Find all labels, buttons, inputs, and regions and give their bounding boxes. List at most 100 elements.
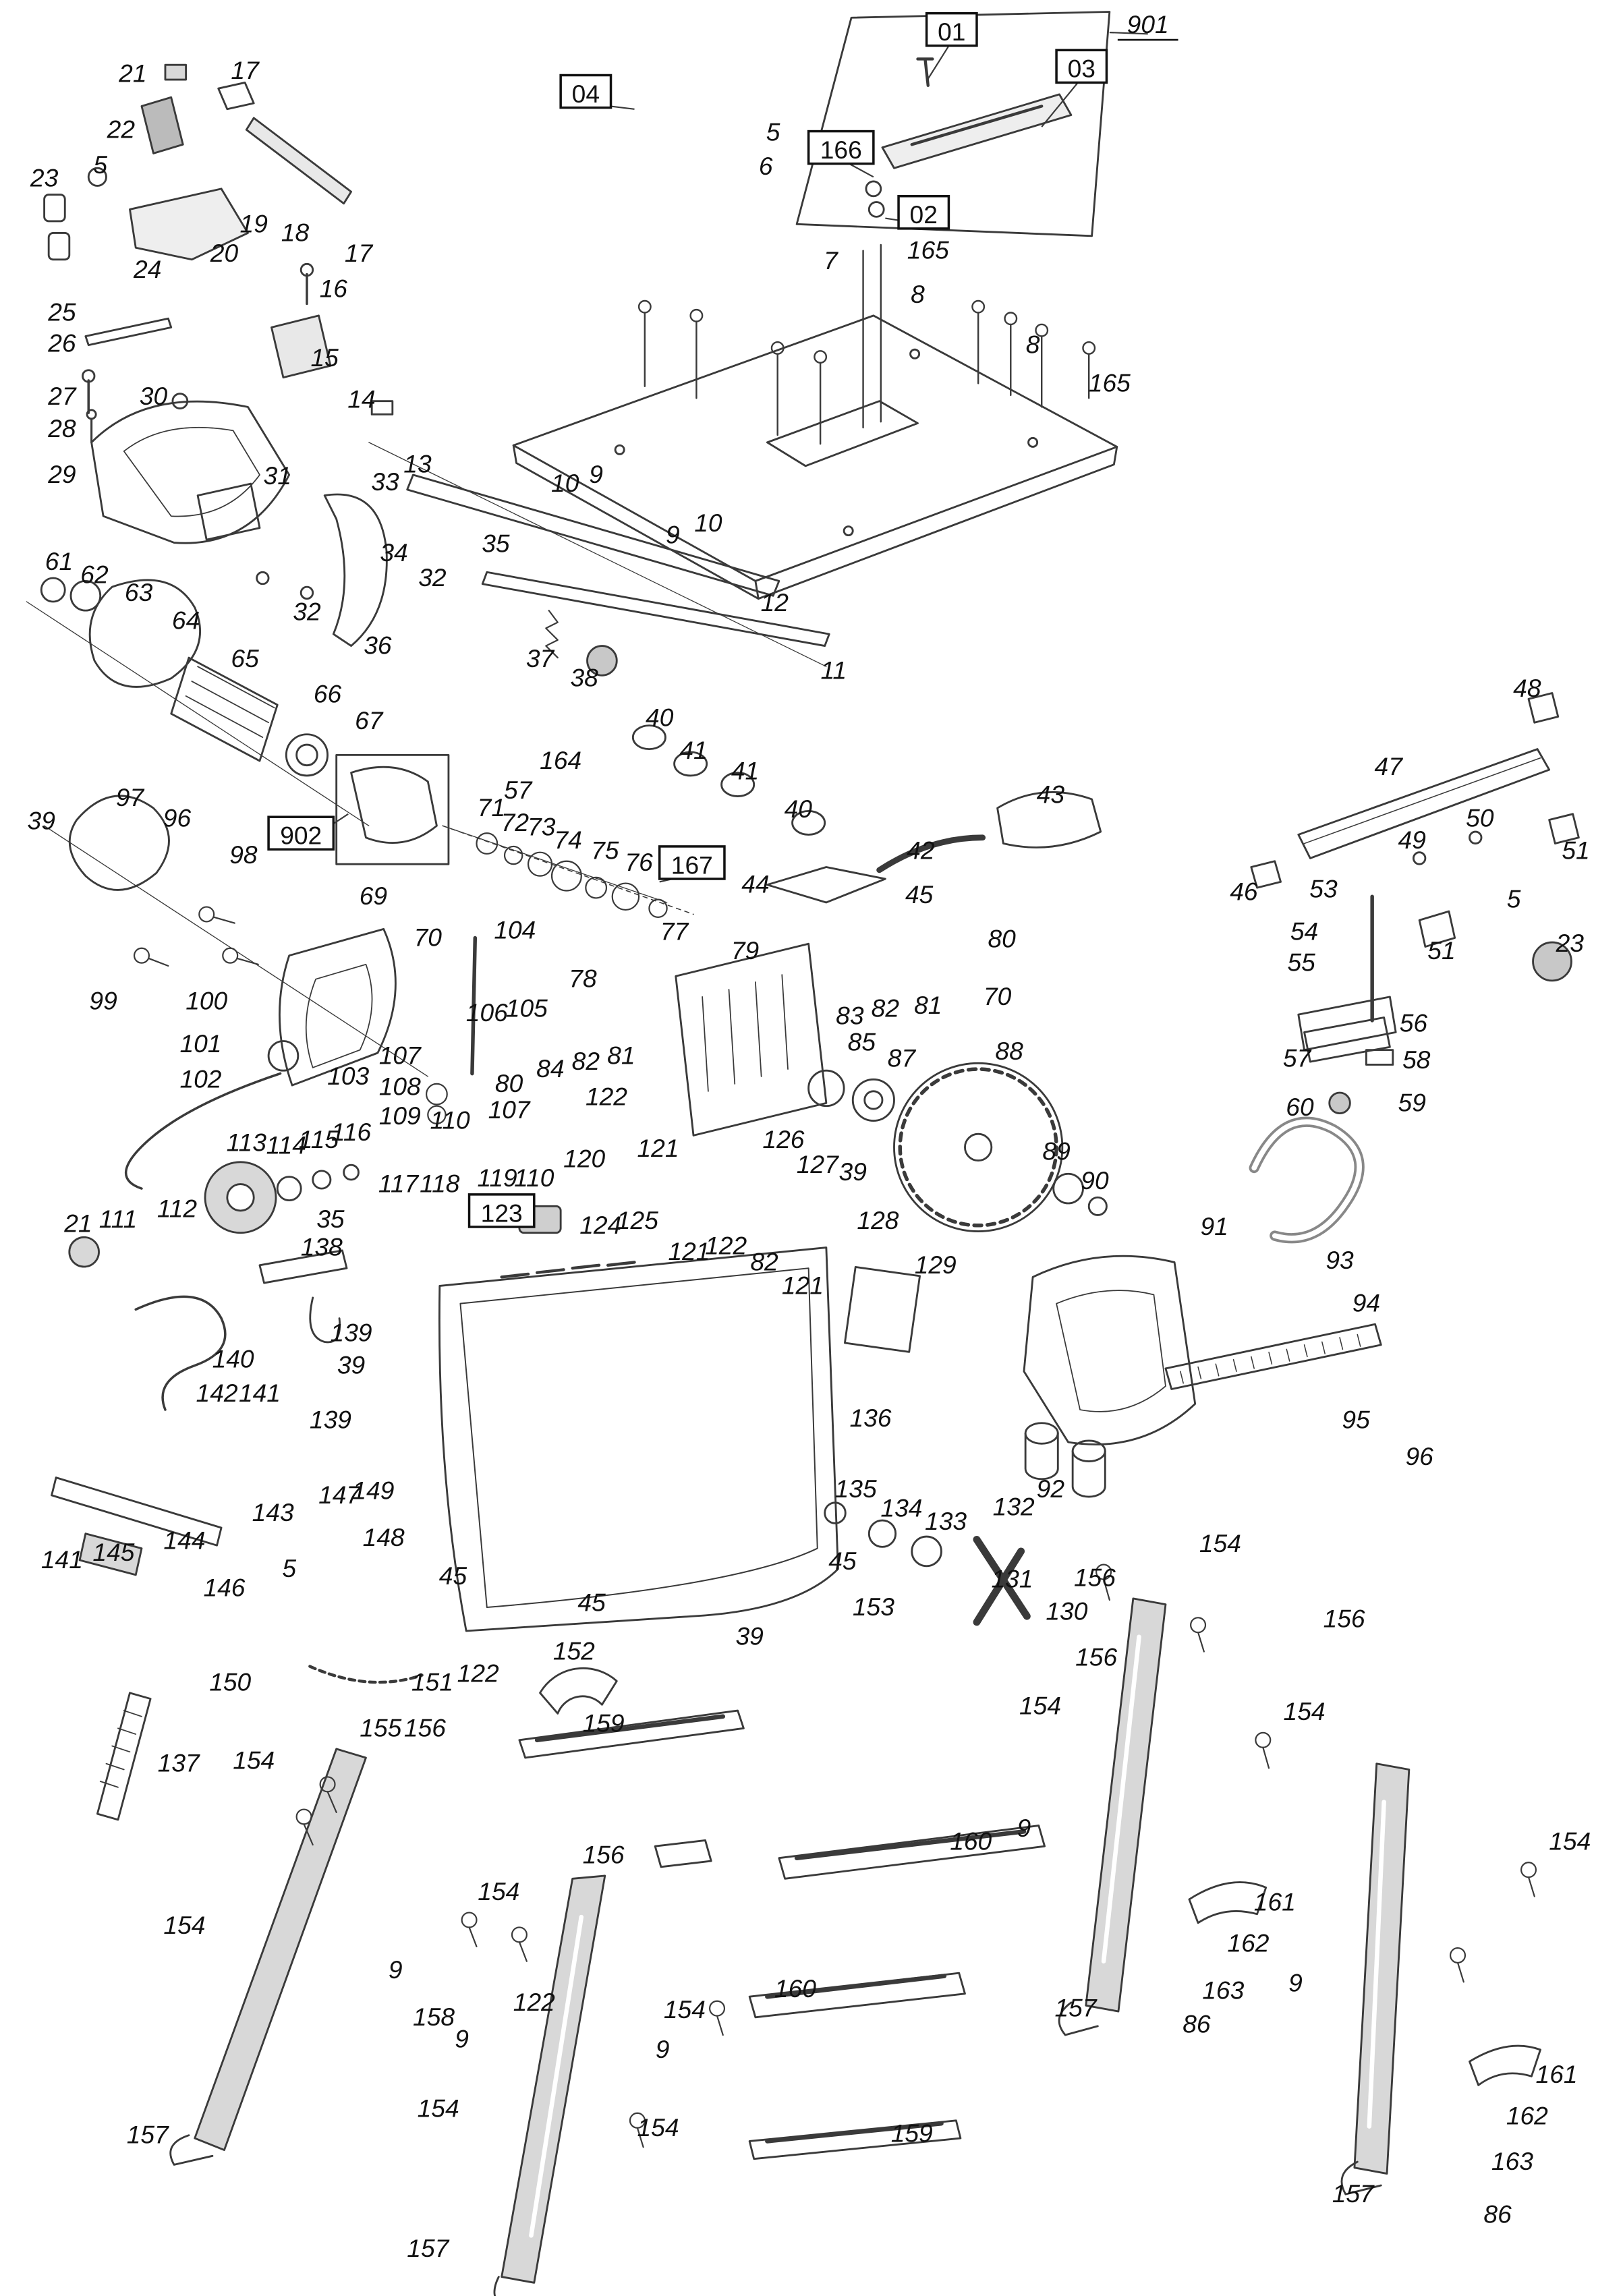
part-label-60: 60 [1286, 1093, 1314, 1121]
part-number: 39 [337, 1350, 365, 1379]
part-number: 154 [478, 1877, 519, 1905]
insert-washer [865, 180, 882, 198]
part-label-80: 80 [495, 1069, 523, 1097]
part-label-8: 8 [1026, 331, 1040, 359]
part-label-16: 16 [320, 275, 348, 303]
part-number: 902 [280, 822, 322, 850]
part-number: 31 [264, 461, 291, 490]
stator-63 [88, 579, 201, 688]
part-label-110: 110 [514, 1164, 554, 1192]
part-label-45: 45 [439, 1561, 467, 1590]
part-label-107: 107 [379, 1041, 422, 1069]
part-number: 81 [607, 1041, 635, 1069]
part-number: 45 [439, 1561, 467, 1590]
part-label-46: 46 [1230, 878, 1258, 906]
part-number: 103 [327, 1062, 369, 1090]
part-number: 65 [231, 644, 259, 672]
part-label-17: 17 [231, 56, 260, 84]
part-number: 125 [617, 1206, 658, 1234]
part-label-132: 132 [993, 1492, 1035, 1520]
part-label-51: 51 [1562, 836, 1589, 864]
part-number: 39 [839, 1157, 867, 1186]
part-number: 01 [938, 18, 965, 46]
part-label-141: 141 [239, 1379, 281, 1407]
part-label-161: 161 [1254, 1887, 1296, 1916]
part-number: 25 [47, 297, 76, 326]
dust-chute-inner [1056, 1290, 1166, 1412]
part-label-160: 160 [950, 1827, 992, 1856]
part-number: 87 [888, 1044, 917, 1072]
part-label-10: 10 [694, 509, 722, 537]
part-label-45: 45 [577, 1588, 606, 1616]
part-number: 29 [47, 460, 76, 488]
part-number: 66 [314, 680, 342, 708]
part-label-39: 39 [839, 1157, 867, 1186]
part-number: 36 [364, 631, 392, 660]
part-number: 108 [379, 1072, 421, 1100]
part-label-152: 152 [553, 1637, 595, 1665]
part-number: 116 [331, 1118, 372, 1146]
part-number: 141 [41, 1545, 83, 1574]
part-number: 30 [140, 382, 168, 410]
part-number: 64 [172, 606, 200, 634]
part-number: 122 [513, 1988, 555, 2016]
rip-fence-group [1250, 692, 1580, 1115]
part-number: 11 [821, 656, 847, 685]
part-number: 54 [1290, 917, 1318, 946]
stand-leg-right1 [1085, 1597, 1167, 2013]
insert-washer [867, 201, 885, 218]
part-label-8: 8 [911, 280, 925, 308]
washer-5 [87, 167, 107, 187]
part-number: 48 [1513, 674, 1541, 702]
plate-31 [196, 482, 261, 541]
part-label-10: 10 [551, 469, 579, 497]
brush-22 [140, 96, 184, 154]
part-label-40: 40 [785, 795, 813, 823]
screw-50 [1469, 830, 1483, 844]
part-number: 76 [625, 848, 653, 876]
part-number: 80 [495, 1069, 523, 1097]
top-plate-156 [654, 1839, 712, 1868]
part-number: 132 [993, 1492, 1035, 1520]
part-label-29: 29 [47, 460, 76, 488]
part-number: 5 [282, 1554, 296, 1582]
spindle-rod-104 [470, 936, 478, 1076]
rod-26 [84, 317, 173, 347]
part-label-42: 42 [907, 836, 935, 864]
push-stick-hatch [99, 1710, 142, 1788]
part-label-85: 85 [848, 1028, 876, 1056]
part-label-165: 165 [1089, 368, 1131, 397]
part-number: 93 [1326, 1246, 1354, 1274]
part-number: 21 [118, 59, 146, 87]
part-number: 5 [1507, 885, 1521, 913]
part-number: 97 [116, 783, 145, 811]
part-label-95: 95 [1342, 1405, 1370, 1433]
part-number: 16 [320, 275, 348, 303]
gearbox-902 [350, 766, 438, 844]
part-label-9: 9 [656, 2035, 670, 2063]
part-label-142: 142 [196, 1379, 238, 1407]
bracket-56 [1297, 996, 1397, 1052]
bushing-40 [791, 810, 826, 836]
insert-screw-01 [916, 57, 934, 87]
part-label-53: 53 [1309, 874, 1338, 902]
part-label-67: 67 [355, 706, 384, 735]
chain-151 [308, 1665, 424, 1684]
part-label-139: 139 [310, 1405, 351, 1433]
stand-leg-left [194, 1748, 367, 2151]
screw-32 [300, 585, 314, 600]
bearing-62 [69, 579, 102, 612]
part-label-33: 33 [371, 467, 399, 496]
part-number: 117 [378, 1170, 420, 1198]
part-label-135: 135 [835, 1474, 877, 1503]
part-label-154: 154 [478, 1877, 519, 1905]
table-hole [1027, 436, 1039, 448]
part-number: 143 [252, 1498, 294, 1526]
part-number: 45 [828, 1547, 857, 1575]
part-number: 118 [420, 1170, 460, 1198]
part-number: 154 [163, 1911, 205, 1939]
bearing-66-inner [295, 743, 318, 767]
washer-61 [40, 577, 66, 603]
stand-leg-mid [501, 1874, 606, 2284]
